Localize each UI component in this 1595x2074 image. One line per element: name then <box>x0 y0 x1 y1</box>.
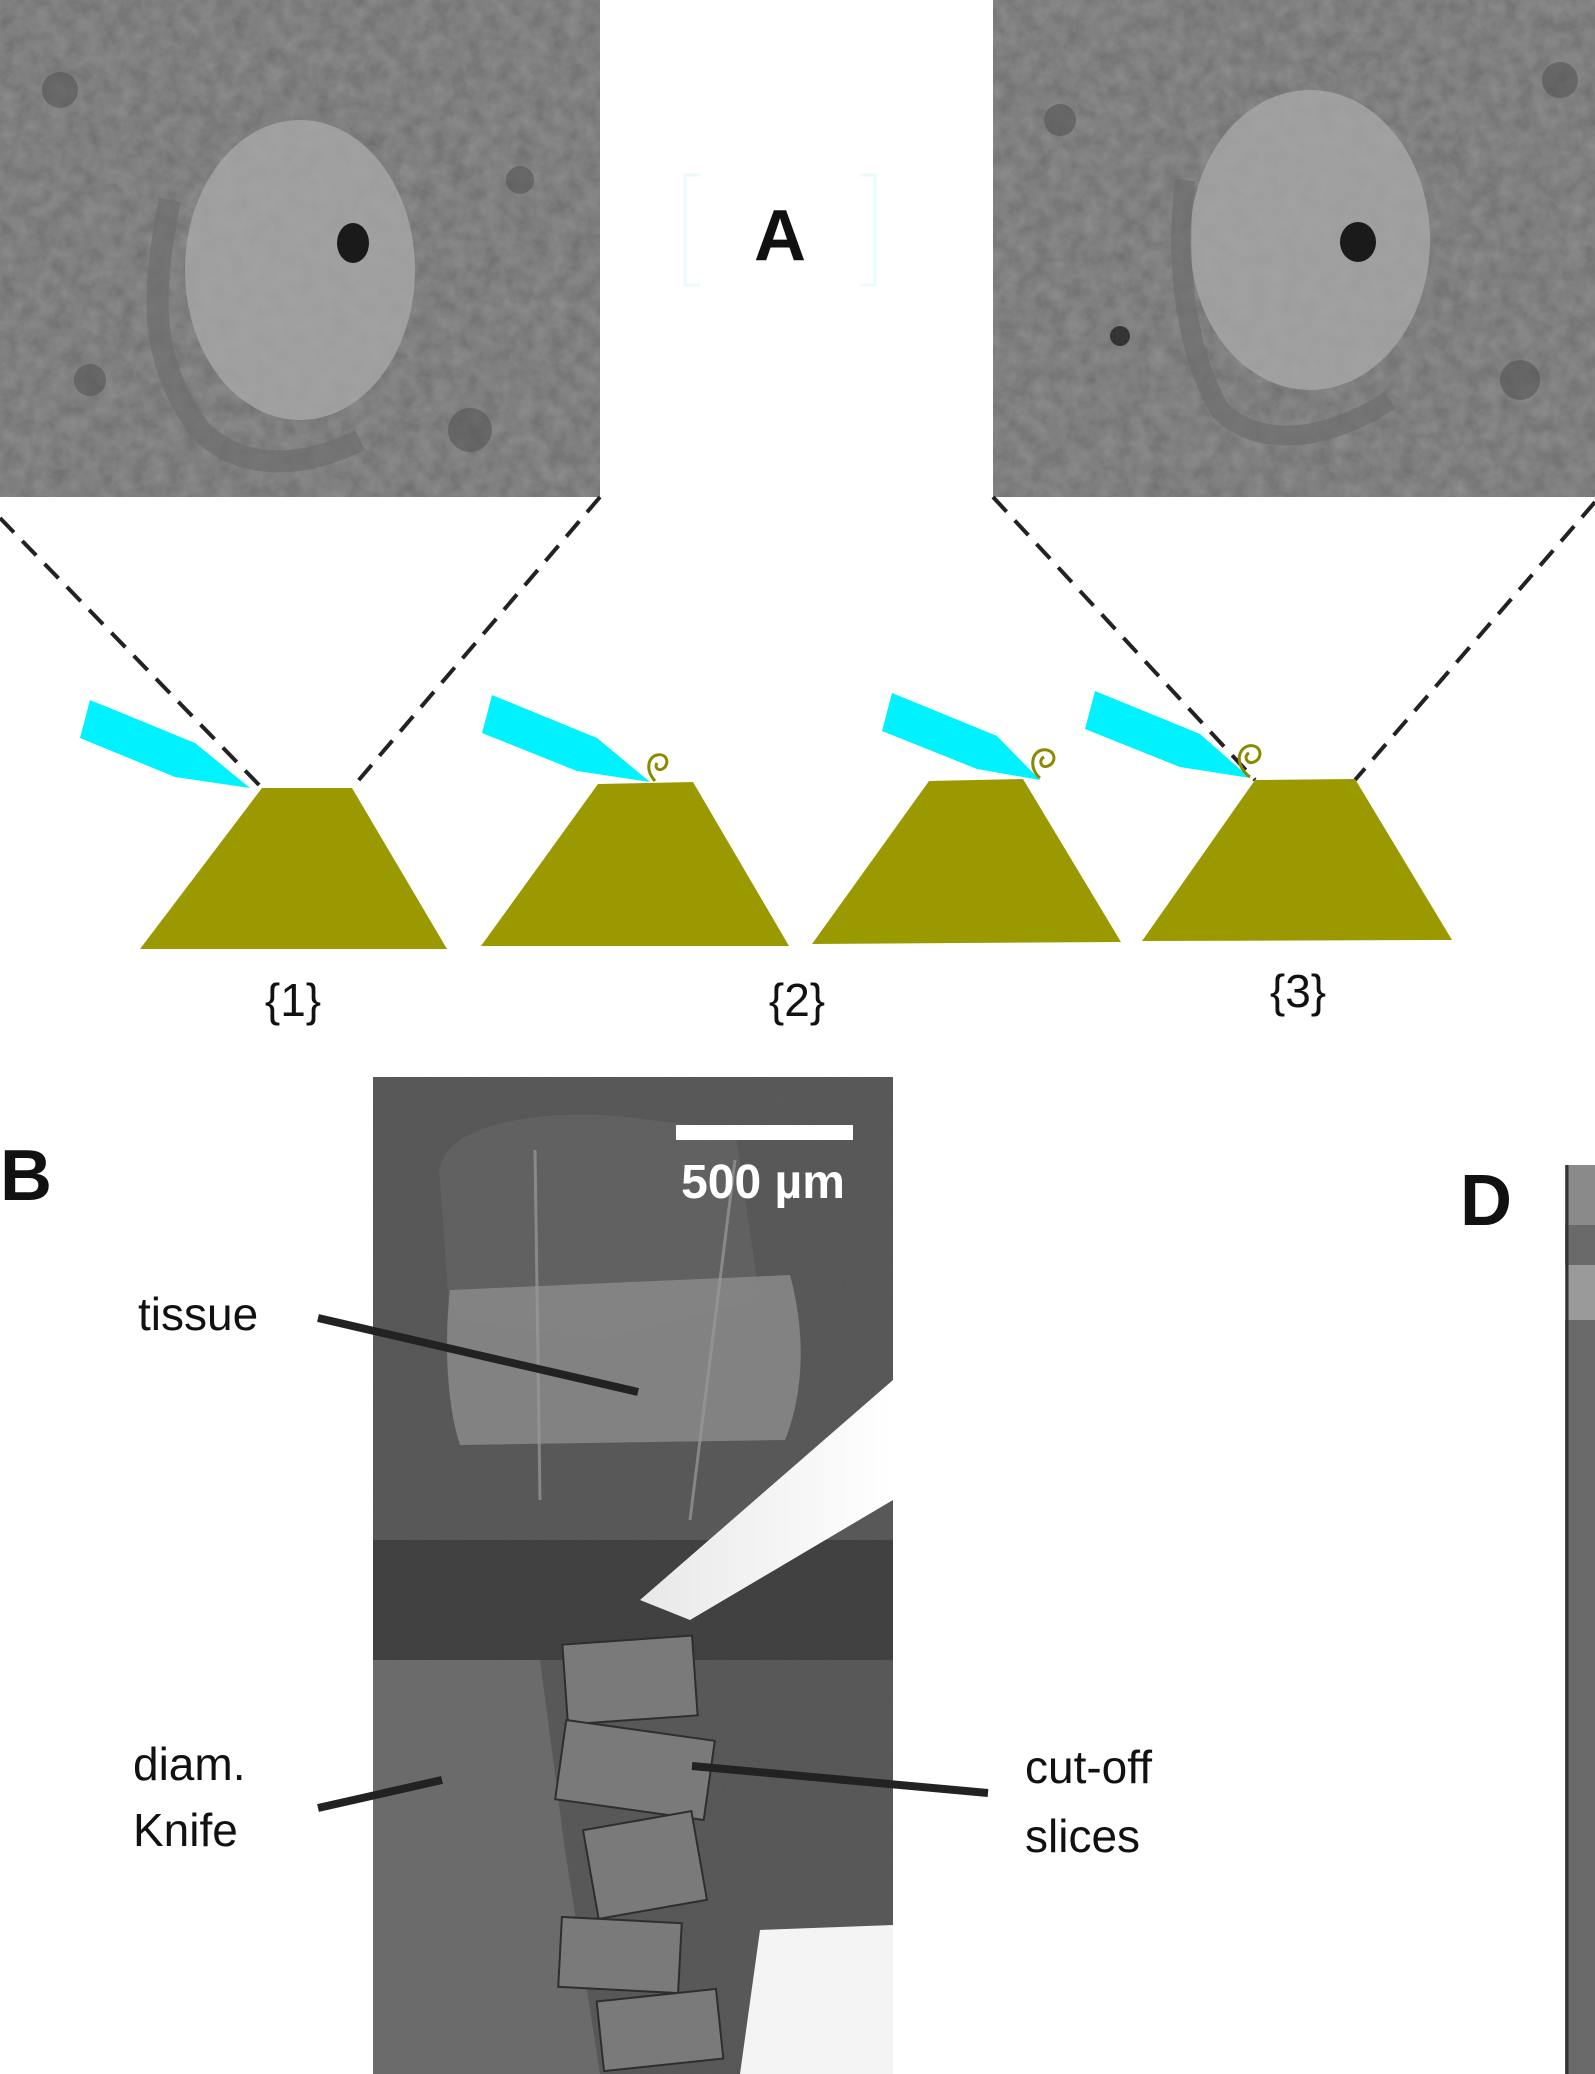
scale-bar <box>676 1125 853 1140</box>
knife-shape <box>482 695 650 782</box>
label-knife-line1: diam. <box>133 1738 245 1790</box>
label-slices-line1: cut-off <box>1025 1741 1152 1793</box>
resin-block <box>1142 779 1452 941</box>
panel-letter-b: B <box>0 1136 52 1216</box>
em-image-left <box>0 0 600 497</box>
letter-a-frame <box>683 173 877 287</box>
label-tissue: tissue <box>138 1288 258 1340</box>
curled-section <box>1031 748 1056 780</box>
pointer-knife <box>317 1776 443 1812</box>
curled-section <box>647 753 669 783</box>
stage-3 <box>1085 691 1452 941</box>
label-slices-line2: slices <box>1025 1810 1140 1862</box>
resin-block <box>812 779 1121 944</box>
label-knife-line2: Knife <box>133 1804 238 1856</box>
resin-block <box>140 788 447 949</box>
stage-2b <box>812 693 1121 944</box>
needle <box>640 1380 893 1620</box>
stage-2a <box>481 695 789 946</box>
resin-block <box>481 782 789 946</box>
step-label-1: {1} <box>265 974 321 1026</box>
panel-letter-d: D <box>1460 1161 1512 1241</box>
step-label-3: {3} <box>1270 965 1326 1017</box>
knife-shape <box>1085 691 1250 778</box>
slice-stack <box>554 1634 725 2073</box>
panel-d-image-edge <box>1565 1165 1595 2074</box>
pointer-tissue <box>317 1314 639 1396</box>
knife-shape <box>80 700 250 788</box>
stage-1 <box>80 700 447 949</box>
curled-section <box>1237 744 1262 779</box>
panel-letter-a: A <box>754 196 806 276</box>
step-label-2: {2} <box>769 974 825 1026</box>
knife-shape <box>882 693 1040 780</box>
em-image-right <box>993 0 1595 497</box>
sem-image <box>373 1077 893 2074</box>
pointer-slices <box>691 1762 989 1797</box>
zoom-lines <box>0 495 1595 790</box>
scale-bar-label: 500 µm <box>681 1156 845 1209</box>
